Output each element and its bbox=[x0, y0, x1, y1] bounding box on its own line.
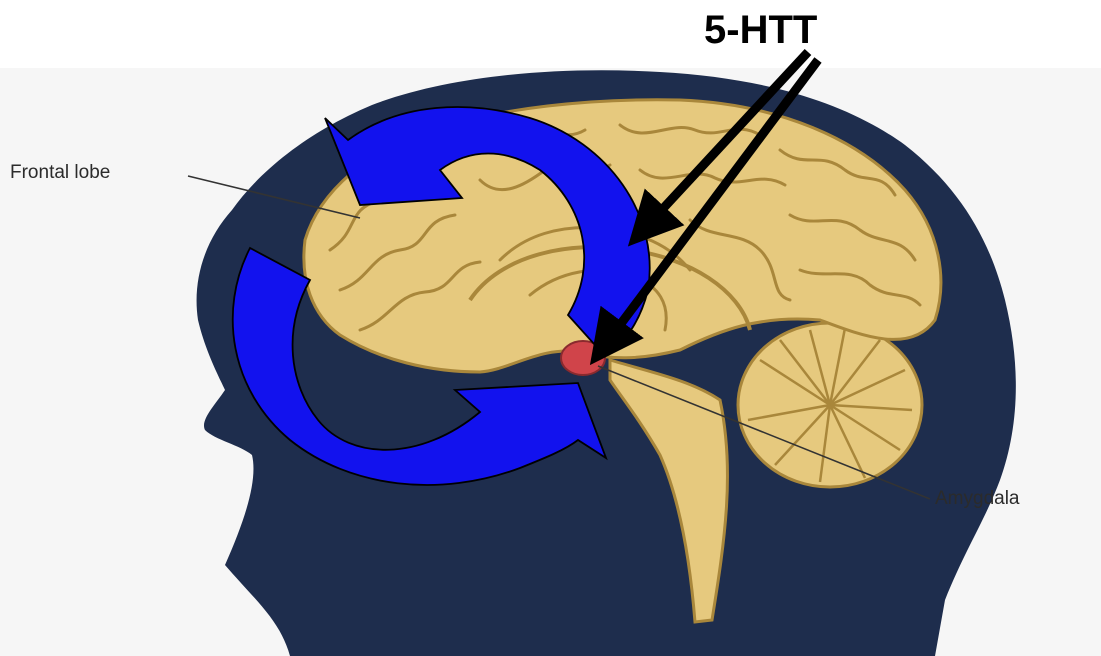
amygdala-label: Amygdala bbox=[935, 488, 1020, 510]
frontal-lobe-label: Frontal lobe bbox=[10, 162, 110, 184]
diagram-title: 5-HTT bbox=[704, 8, 817, 53]
